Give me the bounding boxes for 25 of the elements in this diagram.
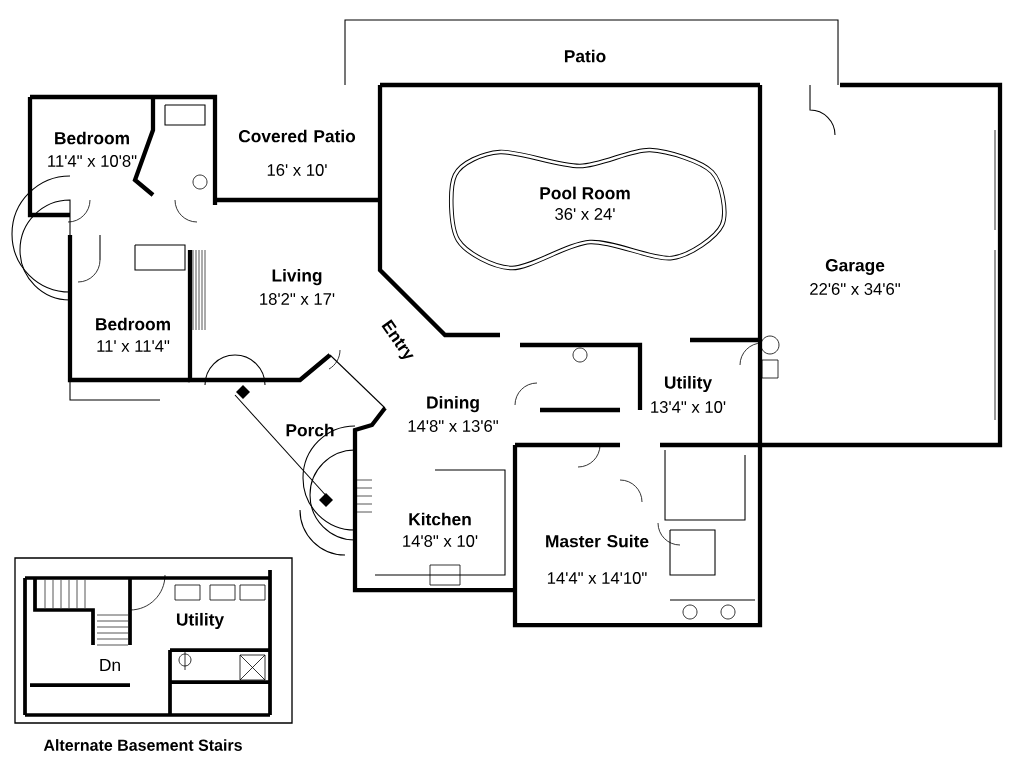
room-dimension: 14'4" x 14'10" (547, 572, 647, 584)
room-label: Utility (665, 375, 712, 393)
room-label: Porch (286, 423, 334, 437)
room-dimension: 22'6" x 34'6" (810, 283, 900, 295)
room-label: Covered Patio (238, 129, 356, 143)
room-label: Bedroom (96, 317, 170, 331)
room-label: Master Suite (546, 534, 649, 548)
stair-label: Dn (100, 659, 120, 671)
room-dimension: 14'8" x 10' (403, 535, 478, 547)
inset-caption: Alternate Basement Stairs (43, 739, 242, 751)
room-label: Pool Room (540, 186, 630, 200)
room-label: Living (272, 268, 322, 286)
room-dimension: 11'4" x 10'8" (48, 155, 137, 167)
room-dimension: 14'8" x 13'6" (408, 420, 498, 432)
room-dimension: 11' x 11'4" (97, 340, 170, 352)
room-dimension: 18'2" x 17' (260, 293, 335, 305)
room-dimension: 16' x 10' (267, 164, 327, 176)
room-dimension: 36' x 24' (555, 208, 615, 220)
room-label: Dining (427, 395, 479, 413)
room-label: Patio (564, 49, 606, 63)
room-label: Bedroom (55, 131, 129, 145)
room-label: Kitchen (409, 512, 471, 526)
room-dimension: 13'4" x 10' (651, 401, 726, 413)
room-label: Utility (177, 612, 224, 630)
room-label: Garage (825, 259, 885, 275)
